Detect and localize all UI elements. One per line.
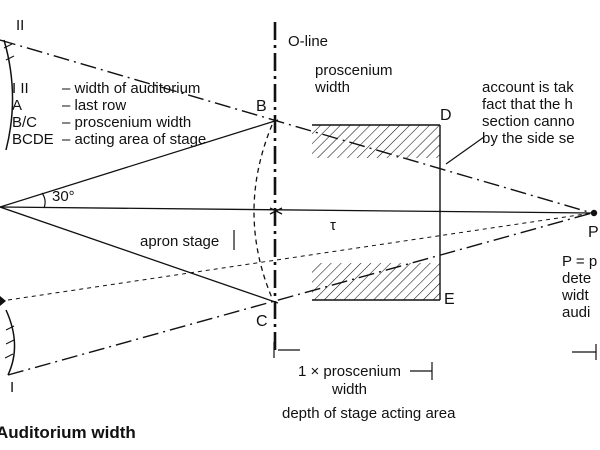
account-note-line-3: section canno [482,113,575,130]
proscenium-label-line2: width [314,79,350,96]
roman-label-top: II [16,17,24,34]
auditorium-wall-bottom [5,309,16,376]
depth-dimension [273,342,433,380]
p-note-line-4: audi [562,304,590,321]
angle-label: 30° [52,188,75,205]
axis-line [0,206,593,214]
figure-caption: Auditorium width [0,423,136,442]
point-e-label: E [444,291,455,308]
p-note-line-3: widt [561,287,590,304]
legend: I II – width of auditorium A – last row … [12,80,206,148]
p-note-line-1: P = p [562,253,597,270]
p-note-line-2: dete [562,270,591,287]
depth-caption: depth of stage acting area [282,405,456,422]
legend-key-4: BCDE [12,131,54,148]
depth-label-line1: 1 × proscenium [298,363,401,380]
sightline-lower [7,212,593,376]
point-d-label: D [440,107,452,124]
point-p-label: P [588,224,599,241]
apron-curve [253,124,273,299]
legend-desc-4: – acting area of stage [62,131,206,148]
acting-area-top-hatch [312,125,440,158]
account-note-line-1: account is tak [482,79,574,96]
p-dimension [572,344,597,360]
line-a-to-c [0,206,279,304]
centre-cross [269,207,283,215]
roman-label-bottom: I [10,379,14,396]
p-note: P = p dete widt audi [561,253,597,321]
angle-arc [41,192,46,209]
account-note-line-4: by the side se [482,130,575,147]
legend-desc-2: – last row [62,97,126,114]
account-note-line-2: fact that the h [482,96,573,113]
legend-key-2: A [12,97,22,114]
account-pointer [445,136,485,165]
point-c-label: C [256,313,268,330]
account-note: account is tak fact that the h section c… [482,79,575,147]
point-p-dot [590,209,598,217]
tau-label: τ [330,217,336,234]
apron-stage-label: apron stage [140,233,219,250]
legend-key-1: I II [12,80,29,97]
sightline-diagonal [7,212,593,301]
legend-key-3: B/C [12,114,37,131]
legend-desc-1: – width of auditorium [62,80,200,97]
wall-hatch-ticks [3,43,15,359]
proscenium-label-line1: proscenium [315,62,393,79]
depth-label-line2: width [331,381,367,398]
auditorium-wall-top [3,39,14,151]
legend-desc-3: – proscenium width [62,114,191,131]
point-b-label: B [256,98,267,115]
o-line-label: O-line [288,33,328,50]
acting-area-bottom-hatch [312,263,440,300]
line-a-to-b [0,119,279,208]
point-a-star [0,296,6,306]
sightline-upper [0,39,593,214]
